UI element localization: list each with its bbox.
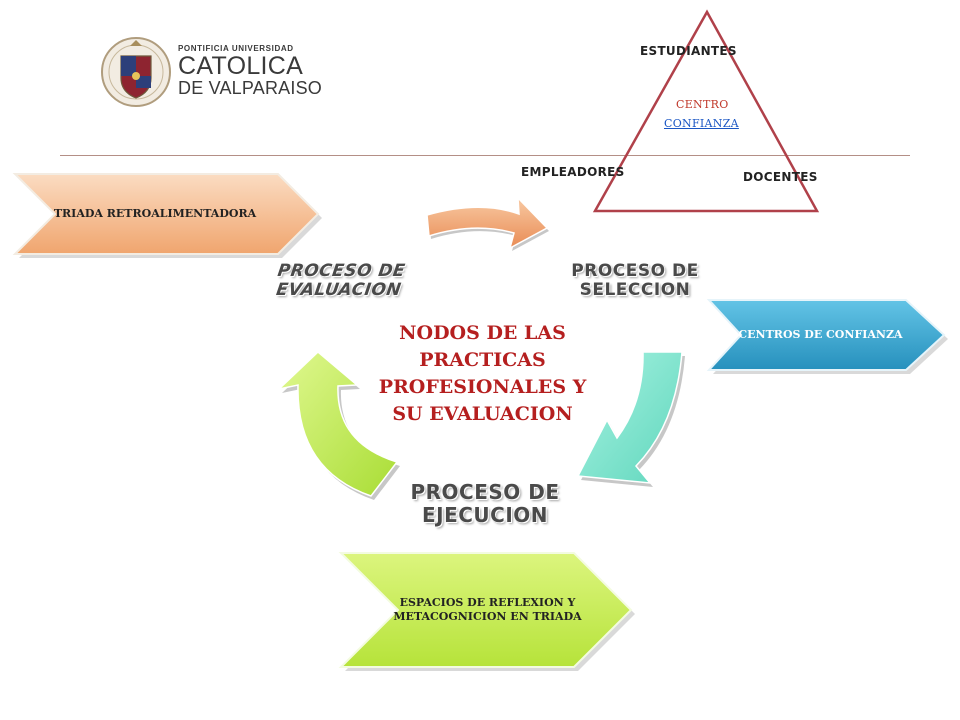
- chevron-centros-label: CENTROS DE CONFIANZA: [738, 328, 903, 341]
- logo-line-3: DE VALPARAISO: [178, 78, 322, 98]
- triangle-left-label: EMPLEADORES: [521, 165, 625, 179]
- university-logo: PONTIFICIA UNIVERSIDAD CATOLICA DE VALPA…: [100, 32, 322, 112]
- triad-triangle: [592, 9, 820, 213]
- chevron-espacios: [338, 552, 633, 668]
- proceso-evaluacion-label: PROCESO DE EVALUACION: [274, 261, 407, 300]
- logo-line-2: CATOLICA: [178, 52, 304, 80]
- chevron-espacios-label: ESPACIOS DE REFLEXION Y METACOGNICION EN…: [393, 595, 582, 623]
- proceso-seleccion-label: PROCESO DE SELECCION: [571, 261, 699, 300]
- triangle-center-label-1: CENTRO: [676, 98, 729, 111]
- proceso-ejecucion-label: PROCESO DE EJECUCION: [410, 480, 560, 527]
- chevron-centros: [706, 299, 946, 371]
- chevron-triada-label: TRIADA RETROALIMENTADORA: [53, 207, 257, 220]
- triangle-center-link[interactable]: CONFIANZA: [664, 117, 739, 130]
- chevron-triada: [12, 173, 320, 255]
- arrow-evaluacion-to-seleccion: [426, 196, 549, 251]
- triangle-top-label: ESTUDIANTES: [640, 44, 737, 58]
- logo-line-1: PONTIFICIA UNIVERSIDAD: [178, 44, 294, 53]
- header-divider: [60, 155, 910, 156]
- arrow-seleccion-to-ejecucion: [576, 351, 685, 487]
- triangle-right-label: DOCENTES: [743, 170, 818, 184]
- crest-icon: [101, 37, 171, 107]
- center-title: NODOS DE LAS PRACTICAS PROFESIONALES Y S…: [378, 322, 587, 425]
- arrow-ejecucion-to-evaluacion: [276, 350, 400, 500]
